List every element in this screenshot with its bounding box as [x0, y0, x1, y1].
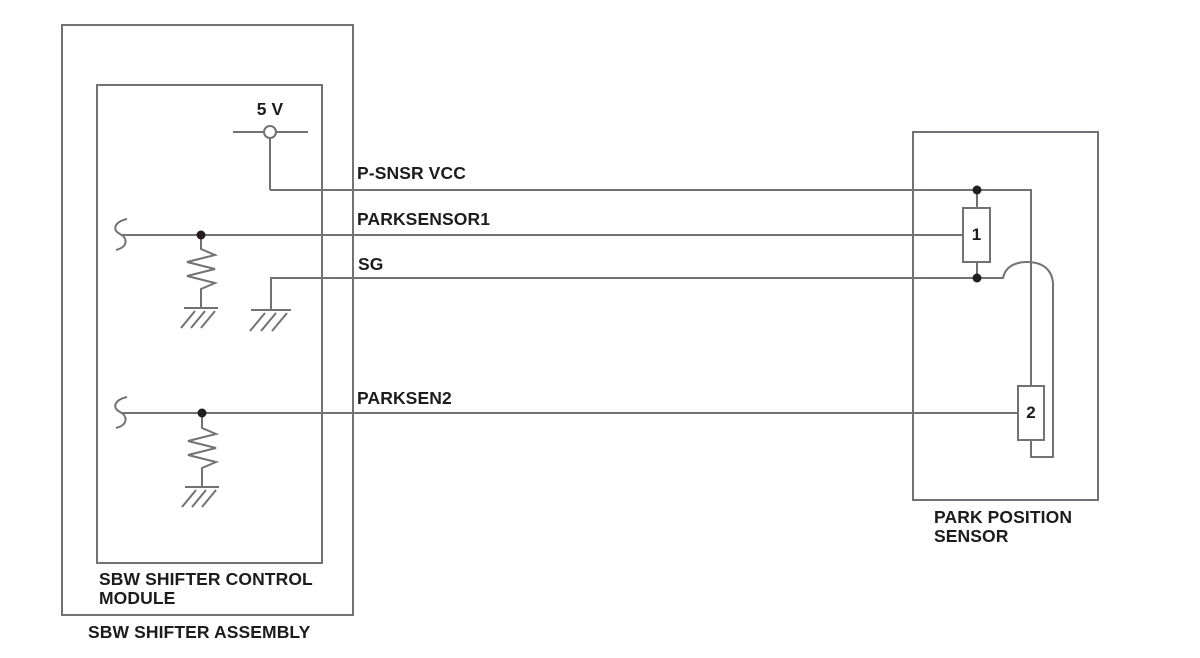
module-label-line1: SBW SHIFTER CONTROL — [99, 569, 313, 589]
resistor-1-icon — [186, 235, 219, 308]
ground-2-icon — [181, 486, 219, 508]
supply-terminal-icon — [263, 125, 277, 139]
signal-label-sg: SG — [358, 254, 384, 274]
module-label: SBW SHIFTER CONTROL MODULE — [99, 570, 313, 607]
component-1-number: 1 — [971, 225, 982, 244]
junction-dot — [972, 185, 982, 195]
wire-p-snsr-vcc — [270, 189, 1032, 386]
sensor-box — [912, 131, 1099, 501]
junction-dot — [972, 273, 982, 283]
wire-sg — [270, 277, 977, 310]
resistor-2-icon — [187, 413, 220, 487]
signal-label-p-snsr-vcc: P-SNSR VCC — [357, 163, 466, 183]
wire-break-icon — [114, 218, 128, 251]
junction-dot — [197, 408, 207, 418]
signal-label-parksensor1: PARKSENSOR1 — [357, 209, 491, 229]
assembly-box — [61, 24, 354, 616]
component-2-number: 2 — [1026, 403, 1036, 422]
module-box — [96, 84, 323, 564]
wire-hop-to-component2 — [977, 260, 1054, 458]
wire-break-icon — [114, 396, 128, 429]
signal-label-parksen2: PARKSEN2 — [357, 388, 452, 408]
module-label-line2: MODULE — [99, 587, 176, 608]
assembly-label: SBW SHIFTER ASSEMBLY — [88, 622, 311, 642]
sensor-label-line1: PARK POSITION — [934, 507, 1073, 527]
sensor-label-line2: SENSOR — [934, 525, 1009, 546]
ground-sg-icon — [249, 309, 291, 332]
ground-1-icon — [180, 307, 218, 329]
junction-dot — [196, 230, 206, 240]
component-1-box — [962, 207, 991, 263]
component-2-box — [1017, 385, 1045, 441]
sensor-label: PARK POSITION SENSOR — [934, 508, 1072, 545]
supply-voltage-label: 5 V — [256, 99, 284, 119]
